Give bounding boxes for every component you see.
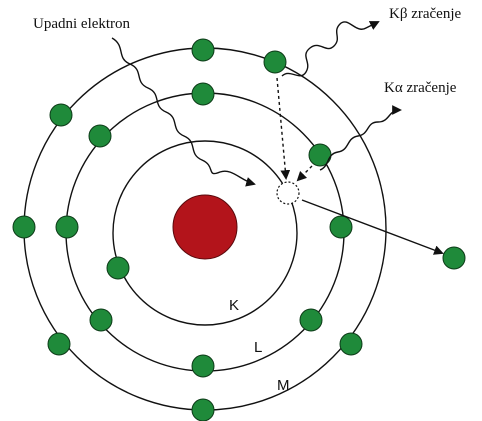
electron	[49, 103, 73, 127]
electron	[12, 215, 36, 239]
electron	[299, 308, 323, 332]
m-to-k-transition-arrow	[276, 77, 291, 180]
incident-electron-label: Upadni elektron	[33, 16, 131, 32]
electron	[191, 82, 215, 106]
ejected-electron	[442, 246, 466, 270]
shell-k-label: K	[229, 297, 239, 314]
vacancy-hole	[276, 181, 300, 205]
electron	[263, 50, 287, 74]
electron	[191, 38, 215, 62]
incident-wave-arrow	[111, 37, 256, 187]
kalpha-emission-arrow	[319, 105, 402, 171]
shell-k-orbit	[112, 140, 298, 326]
electron	[191, 398, 215, 421]
kbeta-label: Kβ zračenje	[389, 6, 462, 22]
shell-m-label: M	[277, 377, 290, 394]
nucleus	[172, 194, 238, 260]
electron	[88, 124, 112, 148]
electron	[339, 332, 363, 356]
electron	[47, 332, 71, 356]
kalpha-label: Kα zračenje	[384, 80, 457, 96]
electron	[329, 215, 353, 239]
l-to-k-transition-arrow	[296, 165, 313, 182]
shell-l-label: L	[254, 339, 262, 356]
kbeta-emission-arrow	[281, 21, 380, 77]
ejection-arrow	[301, 199, 444, 255]
electron	[106, 256, 130, 280]
electron	[191, 354, 215, 378]
electron	[89, 308, 113, 332]
electron	[55, 215, 79, 239]
